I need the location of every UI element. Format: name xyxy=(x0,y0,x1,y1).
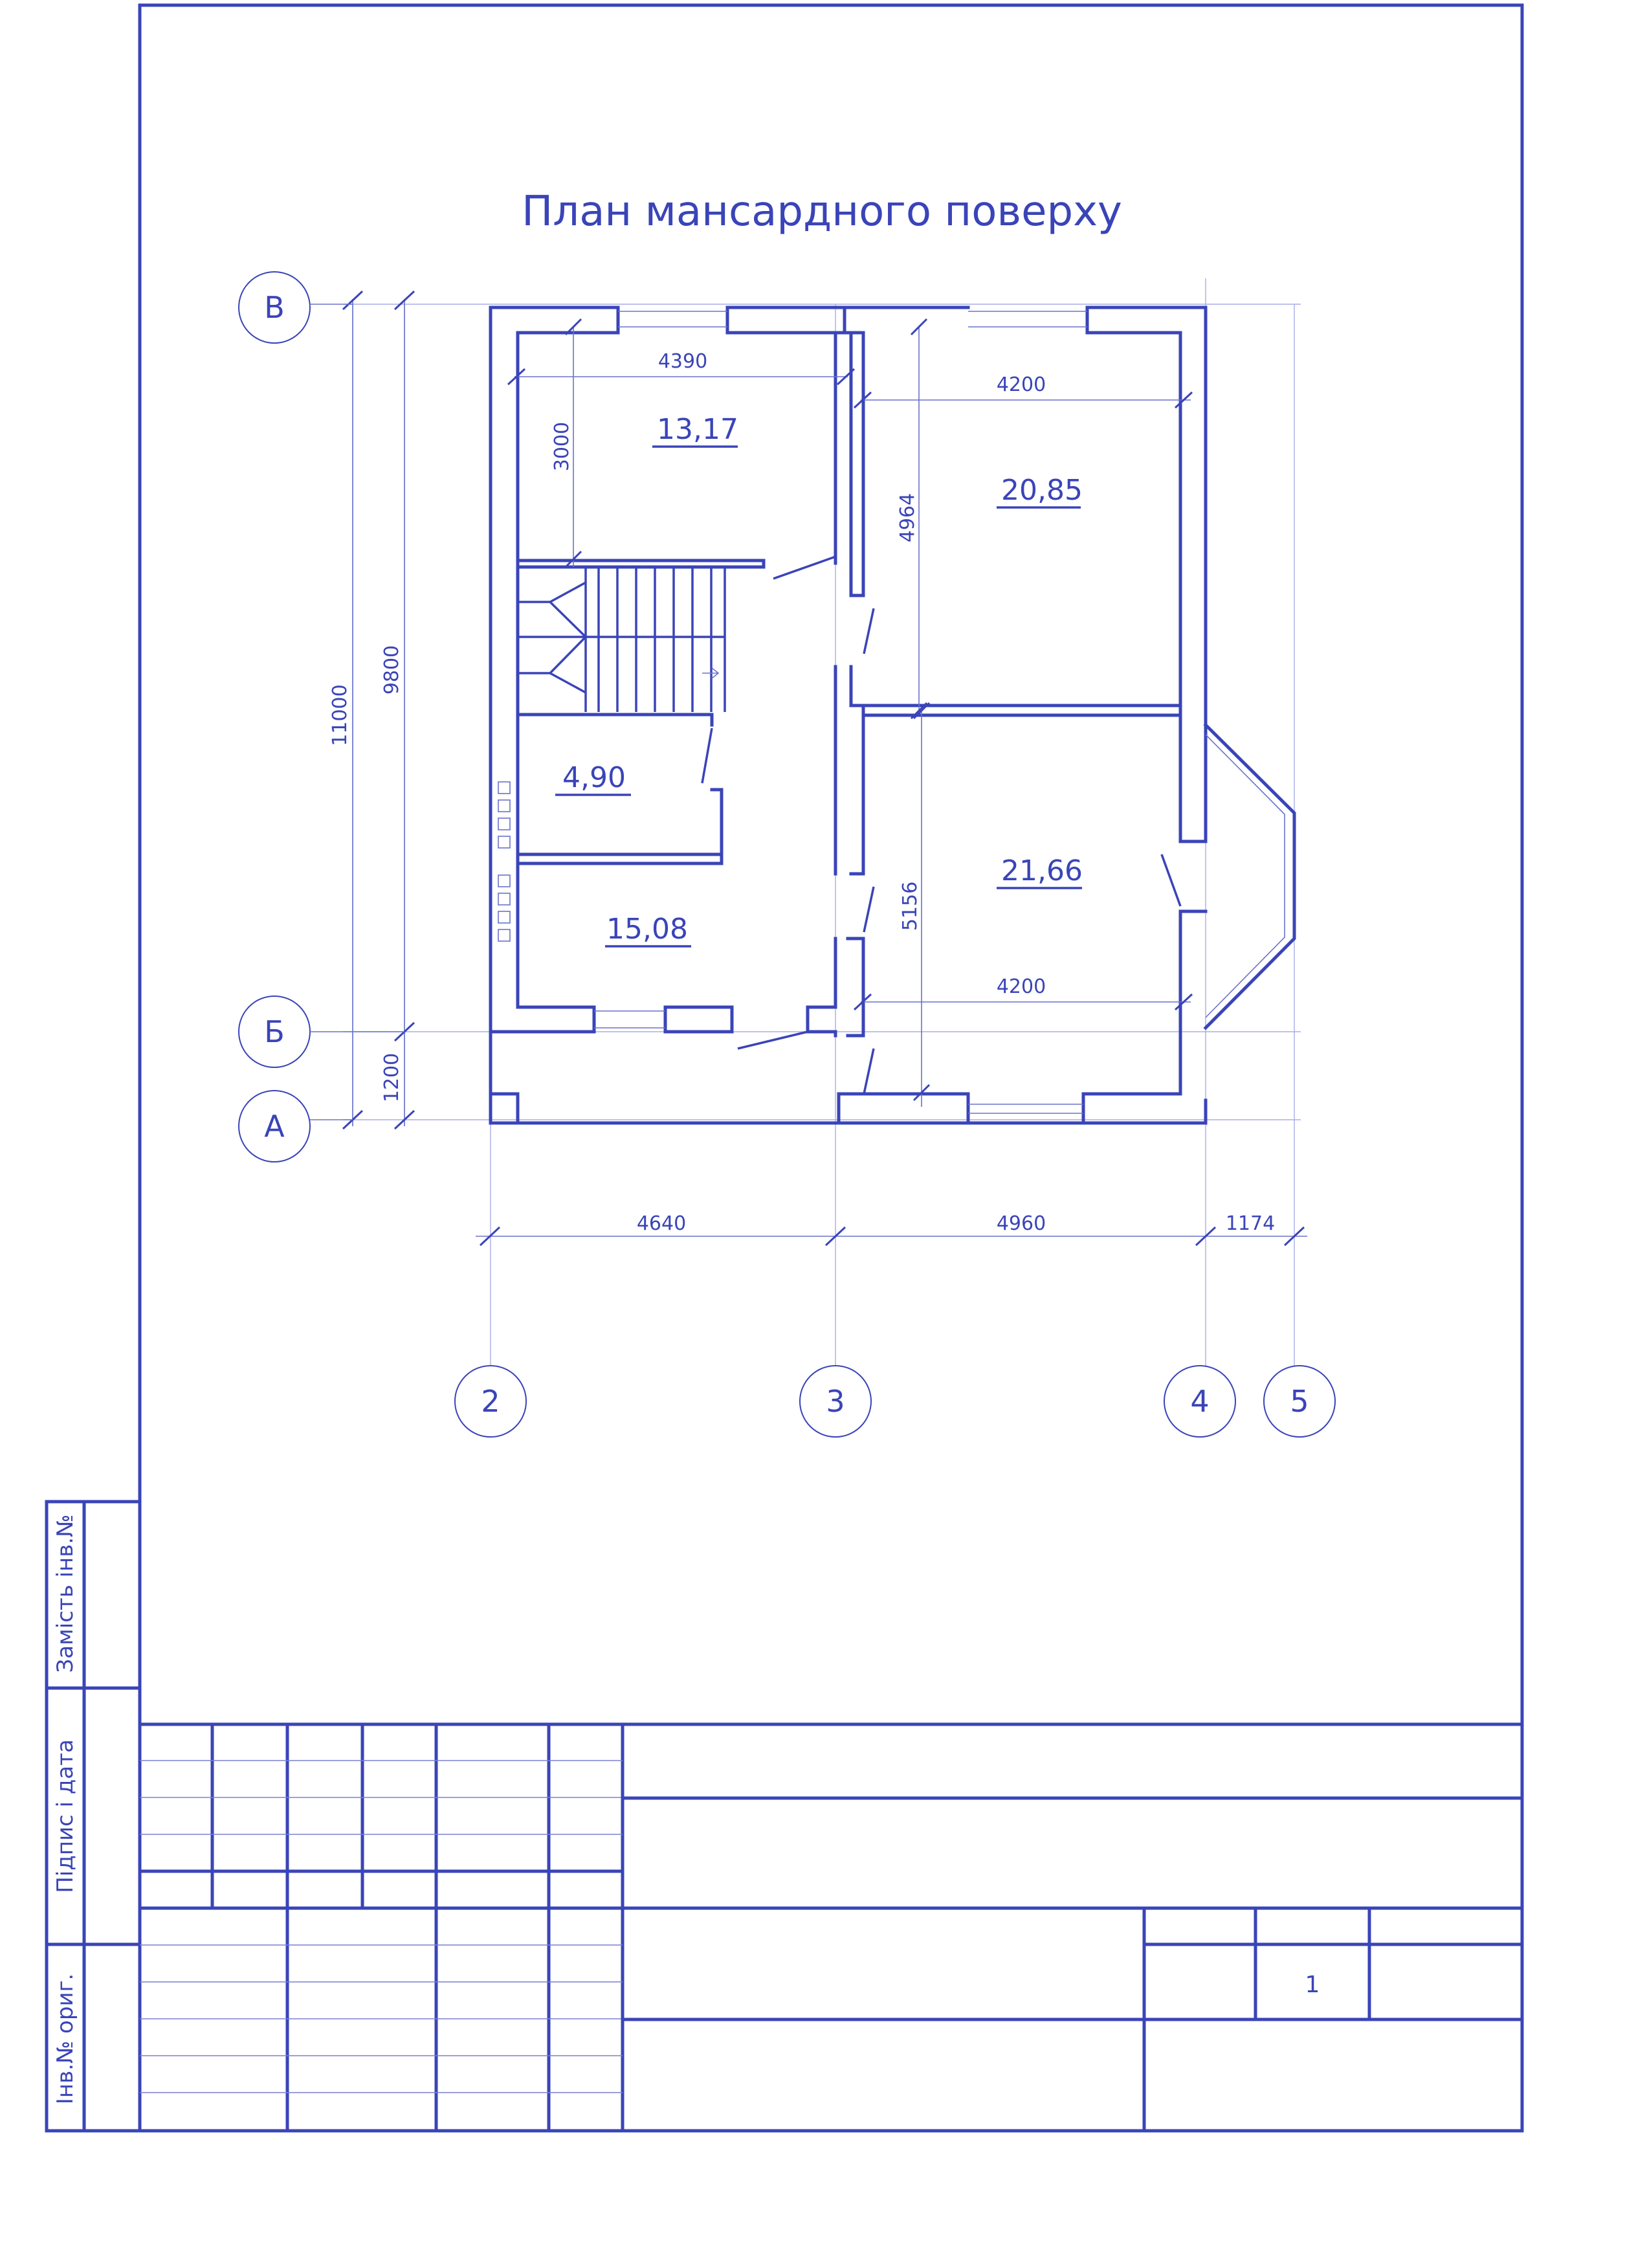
room-area-20-85: 20,85 xyxy=(1001,474,1083,507)
dim-4200-bottom: 4200 xyxy=(997,975,1046,998)
drawing-frame xyxy=(138,3,1524,2133)
exterior-dimensions-vertical: 11000 9800 1200 xyxy=(329,290,415,1130)
axis-number-3: 3 xyxy=(826,1384,845,1419)
exterior-dimensions-horizontal: 4640 4960 1174 xyxy=(476,1212,1307,1247)
axis-letter-v: В xyxy=(264,290,285,325)
axis-letter-a: А xyxy=(264,1109,285,1144)
side-stamp: Замість інв.№ Підпис і дата Інв.№ ориг. xyxy=(45,1500,142,2133)
stamp-orig-inv: Інв.№ ориг. xyxy=(52,1973,78,2104)
dim-4200-top: 4200 xyxy=(997,373,1046,396)
doors xyxy=(701,555,1182,1095)
room-area-13-17: 13,17 xyxy=(657,413,738,446)
title-block: 1 xyxy=(138,1722,1524,2133)
axis-lines xyxy=(343,278,1301,1366)
room-areas: 13,17 20,85 4,90 15,08 21,66 xyxy=(555,413,1083,948)
floor-plan: 13,17 20,85 4,90 15,08 21,66 4390 4200 xyxy=(238,271,1336,1438)
axis-letter-b: Б xyxy=(264,1014,285,1049)
interior-dimensions: 4390 4200 4200 3000 4964 5156 xyxy=(507,318,1193,1107)
dim-4960: 4960 xyxy=(997,1212,1046,1235)
axis-number-2: 2 xyxy=(481,1384,500,1419)
axis-markers: В Б А 2 3 4 5 xyxy=(238,271,1336,1438)
room-area-15-08: 15,08 xyxy=(606,913,688,946)
drawing-title: План мансардного поверху xyxy=(522,188,1122,236)
dim-1200: 1200 xyxy=(381,1053,403,1102)
axis-number-4: 4 xyxy=(1190,1384,1209,1419)
stamp-sign-date: Підпис і дата xyxy=(52,1739,78,1893)
room-area-21-66: 21,66 xyxy=(1001,854,1083,887)
stamp-replace-inv: Замість інв.№ xyxy=(52,1515,78,1673)
dim-4390: 4390 xyxy=(658,350,707,373)
exterior-walls xyxy=(489,306,1296,1125)
axis-number-5: 5 xyxy=(1290,1384,1309,1419)
dim-3000: 3000 xyxy=(551,422,573,471)
interior-walls xyxy=(498,331,1182,1038)
dim-11000: 11000 xyxy=(329,684,351,746)
room-area-4-90: 4,90 xyxy=(562,761,626,794)
dim-4964: 4964 xyxy=(896,493,919,542)
dim-4640: 4640 xyxy=(637,1212,686,1235)
dim-1174: 1174 xyxy=(1226,1212,1275,1235)
dim-5156: 5156 xyxy=(899,882,922,931)
sheet-number: 1 xyxy=(1305,1972,1320,1998)
staircase xyxy=(518,559,766,712)
vent-channels xyxy=(498,781,511,942)
dim-9800: 9800 xyxy=(381,645,403,695)
